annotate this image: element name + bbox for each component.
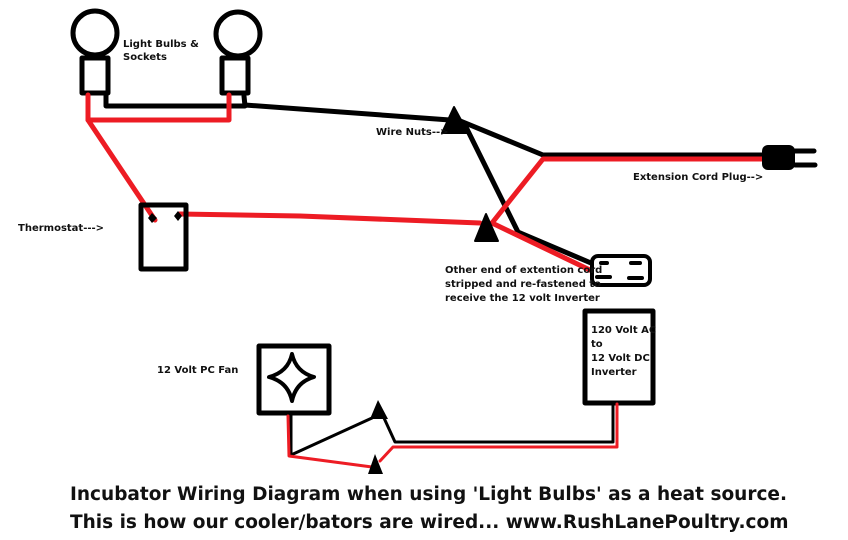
hot-wire-bulbs [85, 92, 232, 123]
fan-black-wire [289, 412, 374, 457]
hot-wire-thermostat-to-nut [177, 211, 483, 226]
wire-nut-1 [441, 106, 469, 134]
label-other-end: Other end of extention cord stripped and… [445, 265, 603, 304]
label-inverter: 120 Volt AC to 12 Volt DC Inverter [591, 325, 657, 378]
fan-star-icon [267, 352, 316, 403]
thermostat [138, 202, 189, 272]
light-bulb-2 [213, 9, 263, 59]
fan-red-wire [286, 414, 374, 469]
light-bulb-1 [70, 8, 120, 58]
thermostat-terminal-1 [148, 213, 157, 223]
label-pc-fan: 12 Volt PC Fan [157, 365, 239, 376]
fan-black-wire-to-inverter [382, 402, 615, 444]
diagram-title-line-1: Incubator Wiring Diagram when using 'Lig… [70, 484, 788, 505]
hot-wire-to-outlet [489, 220, 597, 275]
extension-cord-plug [762, 145, 795, 170]
label-light-bulbs: Light Bulbs & Sockets [123, 39, 199, 63]
socket-1 [79, 55, 111, 96]
neutral-wire-bulbs [103, 92, 248, 109]
neutral-wire-to-plug [455, 117, 768, 158]
thermostat-terminal-2 [174, 211, 182, 221]
inverter-box [582, 308, 656, 406]
neutral-wire-to-nut [242, 102, 453, 123]
wire-nut-3 [370, 400, 388, 419]
label-thermostat: Thermostat---> [18, 223, 105, 234]
diagram-title-line-2: This is how our cooler/bators are wired.… [70, 512, 789, 533]
wire-nut-2 [474, 213, 499, 242]
neutral-wire-to-outlet [462, 122, 601, 269]
hot-wire-to-plug [489, 156, 768, 226]
label-wire-nuts: Wire Nuts--> [376, 127, 449, 138]
wire-nut-4 [368, 454, 383, 474]
label-extension-cord-plug: Extension Cord Plug--> [633, 172, 764, 183]
fan-red-wire-to-inverter [378, 402, 619, 463]
socket-2 [219, 55, 251, 96]
